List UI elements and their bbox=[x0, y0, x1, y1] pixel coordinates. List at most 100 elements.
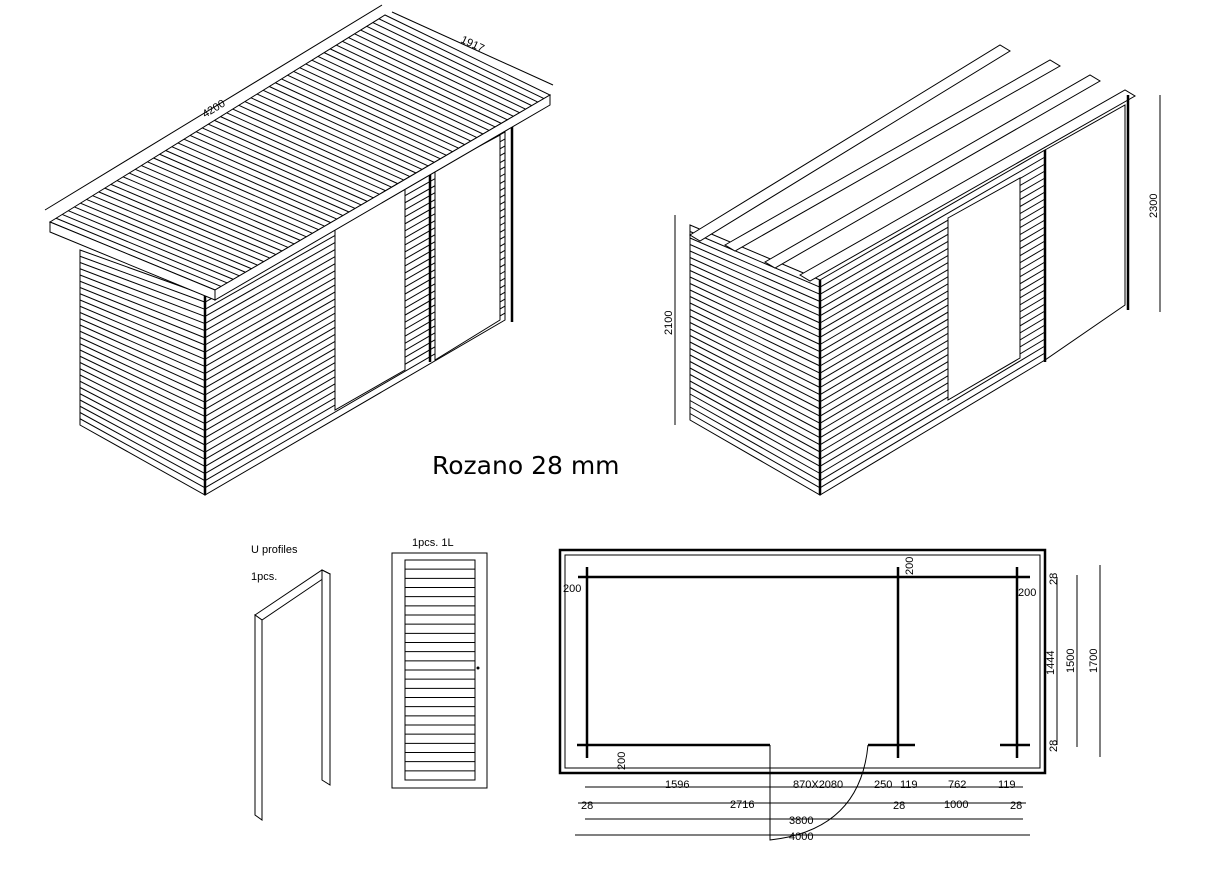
hatch-line bbox=[79, 299, 206, 353]
hatch-line bbox=[689, 393, 821, 467]
hatch-line bbox=[79, 287, 206, 339]
roof-rafters bbox=[689, 44, 1136, 282]
floor-plan: 1596 870X2080 250 119 762 119 28 2716 28… bbox=[558, 548, 1101, 843]
dimension-lines bbox=[575, 565, 1101, 836]
hatch-line bbox=[689, 296, 821, 360]
rafter bbox=[764, 74, 1101, 269]
hatch-line bbox=[372, 22, 539, 103]
hatch-line bbox=[293, 71, 459, 149]
dim-28-b: 28 bbox=[893, 800, 905, 812]
u-profiles-count: 1pcs. bbox=[251, 571, 277, 583]
hatch-line bbox=[79, 418, 206, 489]
hatch-line bbox=[79, 362, 206, 425]
dimension-line-width bbox=[391, 11, 554, 86]
hatch-line bbox=[262, 89, 429, 167]
hatch-line bbox=[342, 40, 508, 121]
hatch-line bbox=[79, 324, 206, 382]
dim-28-bottom: 28 bbox=[1048, 740, 1060, 752]
hatch-line bbox=[79, 368, 206, 432]
hatch-line bbox=[153, 157, 319, 231]
front-short-wall bbox=[689, 224, 821, 496]
hatch-line bbox=[122, 176, 289, 248]
hatch-line bbox=[195, 131, 362, 206]
hatch-line bbox=[689, 367, 821, 439]
hatch-line bbox=[689, 231, 821, 288]
door-handle-icon bbox=[476, 666, 480, 670]
hatch-line bbox=[79, 374, 206, 439]
hatch-line bbox=[689, 328, 821, 396]
hatch-line bbox=[232, 108, 398, 185]
hatch-line bbox=[354, 33, 520, 114]
hatch-line bbox=[165, 150, 331, 224]
hatch-line bbox=[269, 86, 435, 163]
hatch-line bbox=[281, 78, 447, 156]
hatch-line bbox=[116, 180, 283, 252]
hatch-line bbox=[79, 349, 206, 410]
hatch-line bbox=[689, 315, 821, 381]
hatch-line bbox=[689, 387, 821, 460]
hatch-line bbox=[689, 237, 821, 295]
left-isometric-view: 4200 1917 bbox=[44, 4, 554, 496]
dim-28-c: 28 bbox=[1010, 800, 1022, 812]
hatch-line bbox=[689, 244, 821, 302]
rafter bbox=[689, 44, 1011, 242]
dim-3800: 3800 bbox=[789, 815, 813, 827]
hatch-line bbox=[79, 330, 206, 389]
hatch-line bbox=[79, 268, 206, 317]
hatch-line bbox=[226, 112, 392, 188]
hatch-line bbox=[79, 412, 206, 482]
hatch-line bbox=[110, 183, 277, 256]
left-short-wall-logs bbox=[79, 255, 206, 489]
hatch-line bbox=[74, 206, 240, 277]
hatch-line bbox=[189, 134, 356, 209]
door-swing-arc bbox=[769, 744, 869, 841]
hatch-line bbox=[256, 93, 423, 170]
hatch-line bbox=[819, 156, 1046, 288]
hatch-line bbox=[220, 116, 386, 192]
total-height-label: 2300 bbox=[1148, 194, 1160, 218]
hatch-line bbox=[104, 187, 271, 259]
hatch-line bbox=[79, 355, 206, 417]
hatch-line bbox=[79, 393, 206, 460]
hatch-line bbox=[689, 283, 821, 345]
hatch-line bbox=[689, 276, 821, 338]
front-short-wall-logs bbox=[689, 231, 821, 489]
dim-2716: 2716 bbox=[730, 799, 754, 811]
width-label: 1917 bbox=[459, 34, 486, 55]
hatch-line bbox=[689, 309, 821, 374]
hatch-line bbox=[98, 191, 264, 263]
hatch-line bbox=[287, 74, 453, 153]
hatch-line bbox=[250, 97, 417, 174]
dim-1500: 1500 bbox=[1065, 649, 1077, 673]
hatch-line bbox=[79, 380, 206, 446]
right-isometric-view: 2100 2300 bbox=[663, 44, 1161, 496]
hatch-line bbox=[202, 127, 368, 202]
hatch-line bbox=[689, 348, 821, 417]
hatch-line bbox=[360, 29, 526, 110]
hatch-line bbox=[305, 63, 472, 142]
dim-119-a: 119 bbox=[900, 779, 918, 791]
dim-door-size: 870X2080 bbox=[793, 779, 843, 791]
door-drawing: 1pcs. 1L bbox=[391, 537, 488, 789]
dim-119-b: 119 bbox=[998, 779, 1016, 791]
hatch-line bbox=[819, 345, 1046, 482]
roof-edge-side bbox=[214, 94, 551, 301]
hatch-line bbox=[128, 172, 295, 245]
dimension-line-length bbox=[44, 4, 383, 211]
hatch-line bbox=[366, 25, 532, 107]
product-title: Rozano 28 mm bbox=[432, 451, 620, 480]
dim-200-bottom: 200 bbox=[616, 752, 628, 770]
u-profile-left bbox=[254, 614, 263, 821]
hatch-line bbox=[79, 343, 206, 403]
u-profiles-label: U profiles bbox=[251, 544, 298, 556]
dim-200-left: 200 bbox=[563, 583, 581, 595]
rafter bbox=[724, 59, 1061, 252]
hatch-line bbox=[336, 44, 502, 124]
hatch-line bbox=[323, 52, 490, 131]
hatch-line bbox=[689, 263, 821, 324]
opening bbox=[947, 177, 1021, 401]
hatch-line bbox=[689, 380, 821, 453]
hatch-line bbox=[171, 146, 338, 220]
hatch-line bbox=[348, 37, 514, 117]
